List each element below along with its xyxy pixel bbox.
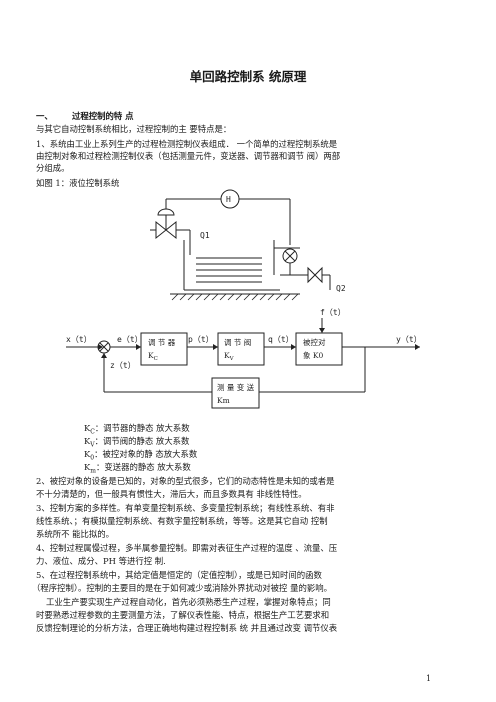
definition-kc: KC：调节器的静态 放大系数 (84, 423, 190, 436)
paragraph-line: （程序控制）。控制的主要目的是在于如何减少或消除外界扰动对被控 量的影响。 (32, 583, 332, 593)
paragraph-line: 2、被控对象的设备是已知的，对象的型式很多，它们的动态特性是未知的或者是 (36, 476, 335, 486)
paragraph-line: 4、控制过程属慢过程，多半属参量控制。即需对表征生产过程的温度 、流量、压 (36, 543, 338, 553)
paragraph-line: 3、控制方案的多样性。有单变量控制系统、多变量控制系统；有线性系统、有非 (36, 503, 335, 513)
transmitter-block-line2: Km (217, 396, 230, 405)
definition-kv: KV：调节阀的静态 放大系数 (84, 436, 190, 449)
definition-km: Km：变送器的静态 放大系数 (84, 462, 191, 475)
inflow-label: Q1 (200, 231, 210, 240)
object-block (295, 332, 343, 366)
disturbance-label: f（t） (320, 308, 346, 317)
controller-block-line2: KC (148, 351, 158, 362)
figure-caption: 如图 1：液位控制系统 (36, 178, 120, 188)
paragraph-line: 工业生产要实现生产过程自动化，首先必须熟悉生产过程，掌握对象特点；同 (46, 597, 331, 607)
paragraph-line: 力、液位、成分、PH 等进行控 制. (36, 556, 166, 566)
paragraph-line: 线性系统、；有模拟量控制系统、有数字量控制系统，等等。这是其它自动 控制 (36, 516, 328, 526)
page-number: 1 (426, 674, 432, 683)
paragraph-line: 分组成。 (36, 163, 70, 173)
outflow-label: Q2 (336, 284, 346, 293)
paragraph-line: 由控制对象和过程检测控制仪表（包括测量元件，变送器、调节器和调节 阀）两部 (36, 151, 341, 161)
transmitter-block-line1: 测 量 变 送 (217, 382, 255, 392)
error-label: e（t） (117, 335, 143, 344)
controller-output-label: p（t） (188, 335, 214, 344)
controller-block-line1: 调 节 器 (148, 338, 176, 347)
paragraph-line: 系统所不 能比拟的。 (36, 529, 115, 539)
section-title: 过程控制的特 点 (72, 111, 134, 121)
paragraph-line: 与其它自动控制系统相比，过程控制的主 要特点是： (36, 124, 232, 134)
transmitter-block (211, 377, 260, 409)
paragraph-line: 时要熟悉过程参数的主要测量方法，了解仪表性能、特点，根据生产工艺要求和 (36, 610, 330, 620)
valve-actuator-top (157, 208, 175, 216)
valve-block-line1: 调 节 阀 (224, 338, 251, 347)
setpoint-label: x（t） (66, 335, 92, 344)
section-heading: 一、 过程控制的特 点 (36, 110, 134, 122)
block-diagram (66, 318, 420, 409)
controller-label: H (226, 195, 231, 204)
valve-block-line2: KV (224, 351, 235, 362)
valve-block (217, 332, 265, 366)
paragraph-line: 5、在过程控制系统中，其给定值是恒定的（定值控制），或是已知时间的函数 (36, 570, 322, 580)
object-block-line2: 象 K0 (303, 350, 323, 360)
paragraph-line: 反馈控制理论的分析方法，合理正确地构建过程控制系 统 并且通过改变 调节仪表 (36, 623, 338, 633)
definition-k0: K0：被控对象的静 态放大系数 (84, 449, 198, 462)
flow-label: q（t） (268, 335, 294, 344)
page-title: 单回路控制系 统原理 (189, 69, 307, 84)
process-schematic (150, 189, 331, 301)
paragraph-line: 不十分清楚的，但一般具有惯性大，滞后大，而且多数具有 非线性特性。 (36, 489, 307, 499)
section-number: 一、 (36, 111, 53, 121)
object-block-line1: 被控对 (303, 337, 326, 347)
output-label: y（t） (396, 335, 422, 344)
paragraph-line: 1、系统由工业上系列生产的过程检测控制仪表组成． 一个简单的过程控制系统是 (36, 139, 338, 149)
inlet-valve-icon (155, 220, 177, 240)
controller-block (140, 332, 188, 366)
arrowheads (98, 328, 420, 358)
outlet-valve-icon (307, 266, 323, 284)
feedback-label: z（t） (110, 361, 136, 370)
